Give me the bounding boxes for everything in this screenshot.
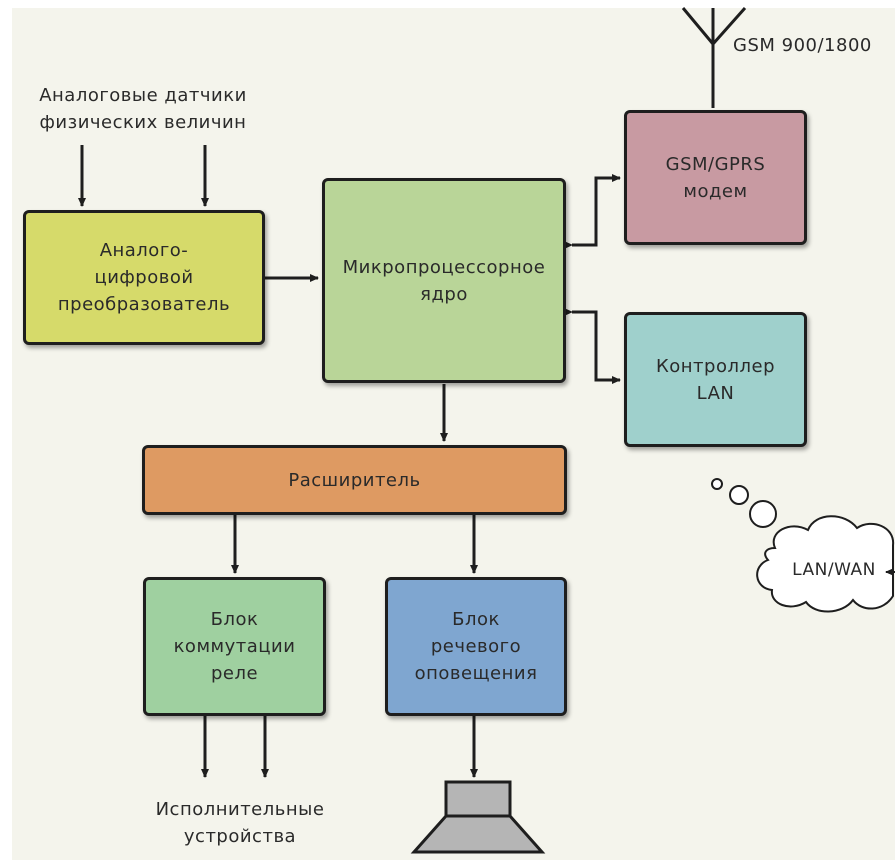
modem-line-1: GSM/GPRS [665, 153, 766, 175]
cpu-line-1: Микропроцессорное [342, 256, 546, 278]
adc-block: Аналого- цифровой преобразователь [23, 210, 265, 345]
arrow-cpu-modem [564, 174, 621, 249]
actuators-label-line-1: Исполнительные [155, 799, 325, 820]
adc-line-3: преобразователь [57, 294, 231, 315]
voice-line-3: оповещения [414, 663, 538, 684]
gsm-band-label: GSM 900/1800 [733, 32, 883, 59]
relay-line-2: коммутации [173, 636, 296, 657]
voice-block: Блок речевого оповещения [385, 577, 567, 716]
gsm-band-text: GSM 900/1800 [733, 35, 872, 56]
adc-line-2: цифровой [94, 267, 194, 288]
antenna-icon [681, 7, 747, 45]
actuators-label-line-2: устройства [183, 826, 297, 847]
cloud-icon [711, 478, 895, 613]
actuators-label: Исполнительные устройства [130, 796, 350, 850]
expander-label: Расширитель [288, 469, 421, 491]
modem-line-2: модем [683, 180, 748, 202]
cpu-block: Микропроцессорное ядро [322, 178, 566, 383]
relay-line-3: реле [210, 663, 259, 684]
relay-line-1: Блок [210, 609, 259, 630]
expander-block: Расширитель [142, 445, 567, 515]
sensors-label-line-1: Аналоговые датчики [39, 85, 247, 106]
speaker-icon [410, 780, 546, 854]
network-label: LAN/WAN [782, 558, 886, 584]
voice-line-1: Блок [452, 609, 500, 630]
relay-block: Блок коммутации реле [143, 577, 326, 716]
sensors-label-line-2: физических величин [39, 112, 247, 133]
adc-line-1: Аналого- [99, 240, 189, 261]
sensors-label: Аналоговые датчики физических величин [18, 82, 268, 136]
network-text: LAN/WAN [792, 560, 876, 580]
modem-block: GSM/GPRS модем [624, 110, 807, 245]
lan-line-1: Контроллер [656, 355, 775, 377]
lan-line-2: LAN [696, 382, 735, 404]
arrow-cpu-lan [564, 308, 621, 384]
cpu-line-2: ядро [420, 283, 468, 305]
lan-controller-block: Контроллер LAN [624, 312, 807, 447]
voice-line-2: речевого [430, 636, 522, 657]
